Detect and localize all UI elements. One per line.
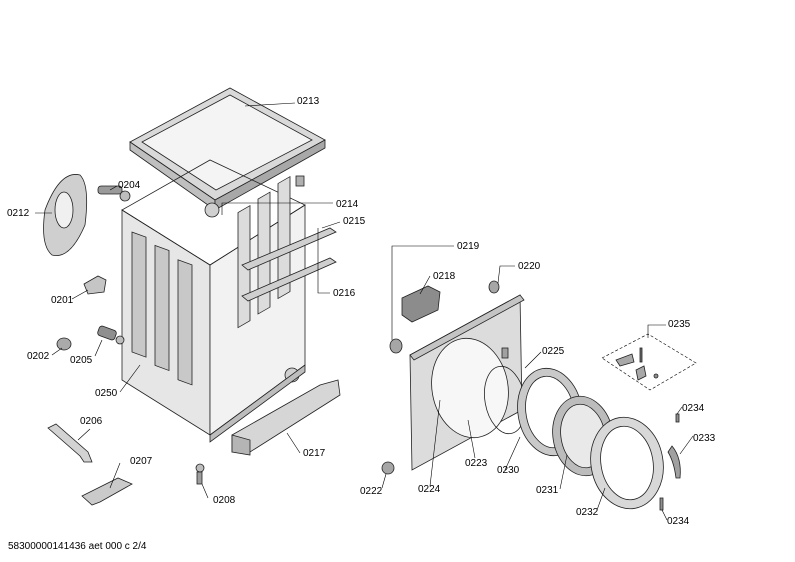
label-0213: 0213 xyxy=(297,96,320,107)
part-0222 xyxy=(381,461,395,475)
document-footer: 58300000141436 aet 000 c 2/4 xyxy=(8,541,147,552)
label-0207: 0207 xyxy=(130,456,153,467)
label-0216: 0216 xyxy=(333,288,356,299)
worktop-part xyxy=(129,87,326,211)
part-0219-lower xyxy=(389,338,403,354)
door-ring-0232-part xyxy=(590,416,664,510)
pin-0234-upper xyxy=(675,413,680,423)
pin-0234-lower xyxy=(659,497,664,511)
label-0250: 0250 xyxy=(95,388,118,399)
foot-0202-part xyxy=(56,337,72,351)
label-0205: 0205 xyxy=(70,355,93,366)
label-0230: 0230 xyxy=(497,465,520,476)
label-0225: 0225 xyxy=(542,346,565,357)
wrench-0206-part xyxy=(47,423,93,463)
part-0214 xyxy=(295,175,305,187)
cabinet-frame-part xyxy=(121,159,306,443)
plinth-panel-part xyxy=(231,379,341,456)
label-0233: 0233 xyxy=(693,433,716,444)
label-0217: 0217 xyxy=(303,448,326,459)
label-0206: 0206 xyxy=(80,416,103,427)
label-0222: 0222 xyxy=(360,486,383,497)
label-0232: 0232 xyxy=(576,507,599,518)
front-panel-part xyxy=(409,294,525,471)
rear-cover-part xyxy=(43,174,88,257)
label-0234-upper: 0234 xyxy=(682,403,705,414)
label-0220: 0220 xyxy=(518,261,541,272)
leader-lines xyxy=(35,102,694,521)
part-labels: 0213 0204 0212 0214 0215 0216 0201 0202 … xyxy=(7,96,716,527)
label-0235: 0235 xyxy=(668,319,691,330)
label-0218: 0218 xyxy=(433,271,456,282)
label-0231: 0231 xyxy=(536,485,559,496)
kit-0235-box xyxy=(601,333,697,391)
label-0208: 0208 xyxy=(213,495,236,506)
label-0204: 0204 xyxy=(118,180,141,191)
part-0219-upper xyxy=(488,280,500,294)
label-0224: 0224 xyxy=(418,484,441,495)
label-0223: 0223 xyxy=(465,458,488,469)
label-0219: 0219 xyxy=(457,241,480,252)
handle-0233-part xyxy=(667,445,681,479)
label-0201: 0201 xyxy=(51,295,74,306)
rail-0215-part xyxy=(241,227,337,271)
rail-0216-part xyxy=(241,257,337,302)
label-0215: 0215 xyxy=(343,216,366,227)
door-lock-part xyxy=(401,285,441,323)
label-0212: 0212 xyxy=(7,208,30,219)
label-0214: 0214 xyxy=(336,199,359,210)
bracket-0207-part xyxy=(81,477,133,506)
screw-0208-part xyxy=(195,463,205,485)
label-0202: 0202 xyxy=(27,351,50,362)
spring-0205-part xyxy=(97,325,125,345)
label-0234-lower: 0234 xyxy=(667,516,690,527)
clip-0201-part xyxy=(83,275,107,295)
